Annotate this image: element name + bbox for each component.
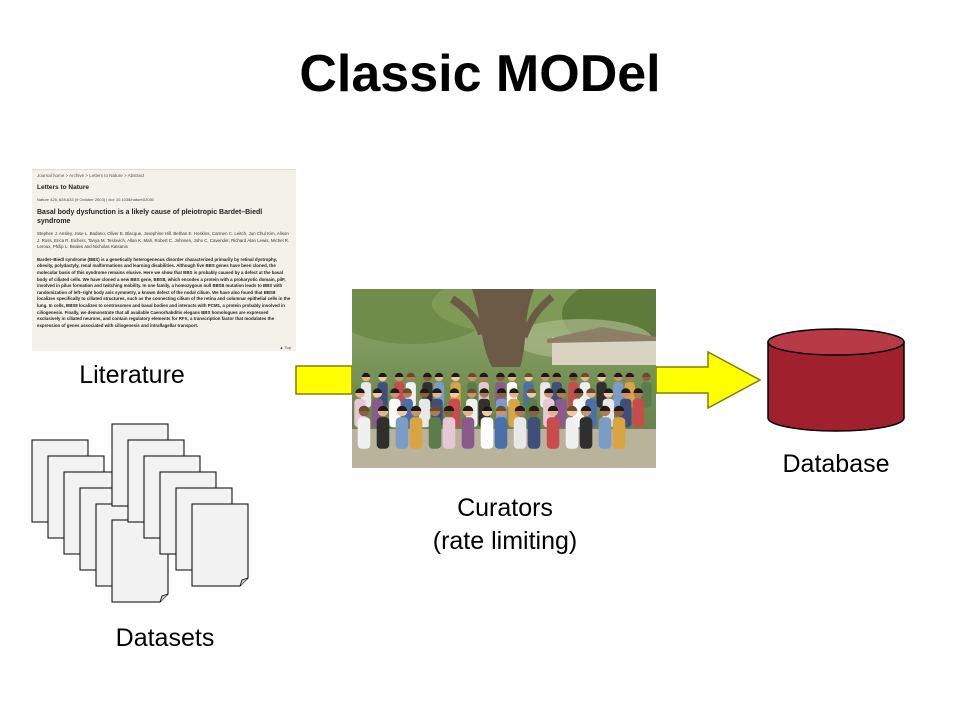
person-body bbox=[480, 417, 494, 449]
person-hair bbox=[547, 405, 559, 411]
person-body bbox=[376, 417, 390, 449]
datasets-label: Datasets bbox=[115, 624, 215, 652]
person-hair bbox=[358, 405, 370, 411]
person-hair bbox=[434, 372, 444, 377]
person-hair bbox=[449, 388, 460, 393]
article-breadcrumbs: Journal home > Archive > Letters to Natu… bbox=[37, 173, 145, 178]
person-hair bbox=[402, 388, 412, 393]
person-hair bbox=[597, 372, 606, 377]
person-body bbox=[357, 417, 371, 449]
literature-label: Literature bbox=[79, 361, 185, 389]
person-hair bbox=[495, 405, 507, 411]
person-hair bbox=[390, 388, 400, 393]
person-hair bbox=[372, 388, 383, 393]
person-hair bbox=[496, 372, 505, 377]
person-hair bbox=[361, 372, 371, 377]
person-body bbox=[579, 417, 593, 449]
dataset-page-fold bbox=[159, 593, 169, 603]
person-hair bbox=[377, 405, 389, 411]
person-hair bbox=[432, 388, 442, 393]
person-body bbox=[546, 417, 560, 449]
person-hair bbox=[467, 372, 477, 377]
curators-group-photo bbox=[352, 289, 656, 468]
literature-article-thumbnail: Journal home > Archive > Letters to Natu… bbox=[32, 169, 296, 351]
article-abstract: Bardet–Biedl syndrome (BBS) is a genetic… bbox=[37, 256, 291, 328]
database-label: Database bbox=[782, 450, 890, 478]
person-hair bbox=[580, 405, 592, 411]
person-body bbox=[632, 398, 644, 428]
person-hair bbox=[526, 388, 537, 393]
article-citation: Nature 425, 628-633 (9 October 2003) | d… bbox=[37, 197, 154, 202]
person-hair bbox=[467, 388, 477, 393]
person-body bbox=[395, 417, 409, 449]
person-hair bbox=[613, 405, 625, 411]
article-title: Basal body dysfunction is a likely cause… bbox=[37, 209, 263, 225]
person-hair bbox=[603, 388, 614, 393]
person-hair bbox=[586, 388, 596, 393]
person-hair bbox=[613, 372, 623, 377]
person-hair bbox=[479, 372, 489, 377]
person-hair bbox=[569, 372, 578, 377]
person-hair bbox=[621, 388, 631, 393]
person-hair bbox=[633, 388, 643, 393]
person-hair bbox=[378, 372, 387, 377]
person-body bbox=[461, 417, 475, 449]
person-hair bbox=[552, 372, 562, 377]
person-hair bbox=[396, 405, 408, 411]
person-hair bbox=[481, 405, 493, 411]
article-section: Letters to Nature bbox=[37, 184, 90, 191]
person-hair bbox=[443, 405, 455, 411]
person-hair bbox=[625, 372, 635, 377]
person-body bbox=[409, 417, 423, 449]
person-hair bbox=[524, 372, 533, 377]
person-hair bbox=[394, 372, 404, 377]
person-hair bbox=[355, 388, 365, 393]
person-hair bbox=[556, 388, 566, 393]
person-body bbox=[565, 417, 579, 449]
person-body bbox=[442, 417, 456, 449]
person-hair bbox=[528, 405, 540, 411]
person-body bbox=[428, 417, 442, 449]
person-body bbox=[513, 417, 527, 449]
dataset-page-fold bbox=[239, 577, 249, 587]
person-hair bbox=[451, 372, 460, 377]
person-hair bbox=[566, 405, 578, 411]
person-hair bbox=[514, 405, 526, 411]
person-body bbox=[494, 417, 508, 449]
person-hair bbox=[419, 388, 430, 393]
person-body bbox=[527, 417, 541, 449]
article-top-link: ▲ Top bbox=[279, 345, 291, 350]
person-hair bbox=[540, 372, 550, 377]
person-hair bbox=[462, 405, 474, 411]
person-hair bbox=[429, 405, 441, 411]
person-hair bbox=[544, 388, 554, 393]
person-hair bbox=[496, 388, 507, 393]
article-authors: Stephen J. Ansley, Jose L. Badano, Olive… bbox=[37, 231, 290, 250]
curators-label-line2: (rate limiting) bbox=[432, 527, 578, 555]
person-body bbox=[612, 417, 626, 449]
person-hair bbox=[599, 405, 611, 411]
person-hair bbox=[509, 388, 519, 393]
person-hair bbox=[410, 405, 422, 411]
arrow-curators-to-database bbox=[655, 350, 762, 410]
person-hair bbox=[423, 372, 432, 377]
person-hair bbox=[573, 388, 584, 393]
person-hair bbox=[507, 372, 517, 377]
slide-title: Classic MODel bbox=[299, 45, 661, 103]
curators-label-line1: Curators bbox=[457, 494, 553, 522]
person-body bbox=[598, 417, 612, 449]
person-hair bbox=[580, 372, 590, 377]
person-hair bbox=[479, 388, 489, 393]
person-hair bbox=[642, 372, 651, 377]
person-body bbox=[641, 382, 652, 408]
person-hair bbox=[406, 372, 416, 377]
